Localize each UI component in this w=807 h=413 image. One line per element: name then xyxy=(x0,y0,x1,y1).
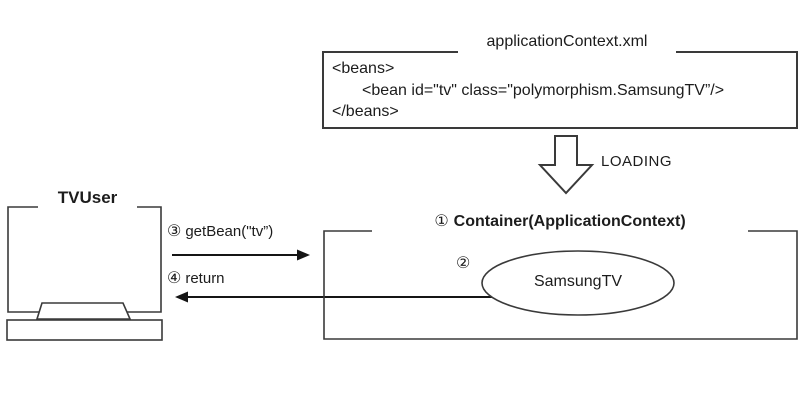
container-number: ① xyxy=(434,213,449,230)
getbean-arrow xyxy=(172,249,310,261)
xml-code-line: <bean id="tv" class="polymorphism.Samsun… xyxy=(362,81,725,99)
samsungtv-ellipse xyxy=(481,250,675,316)
tvuser-monitor-base xyxy=(6,319,163,341)
loading-arrow-icon xyxy=(537,135,595,195)
container-box xyxy=(323,230,798,340)
xml-code-block: <beans> <bean id="tv" class="polymorphis… xyxy=(332,58,724,123)
xml-code-line: </beans> xyxy=(332,103,399,120)
return-message-number: ④ xyxy=(167,270,182,287)
getbean-message-number: ③ xyxy=(167,223,182,240)
xml-code-line: <beans> xyxy=(332,60,395,77)
bean-number: ② xyxy=(456,255,471,272)
return-arrow xyxy=(175,291,492,303)
samsungtv-label: SamsungTV xyxy=(533,273,623,290)
xml-file-title: applicationContext.xml xyxy=(486,33,648,50)
container-title-text: Container(ApplicationContext) xyxy=(453,213,686,230)
xml-file-box xyxy=(322,51,798,129)
loading-label: LOADING xyxy=(601,153,673,170)
tvuser-monitor-stand xyxy=(35,302,132,320)
tvuser-monitor-screen xyxy=(7,206,162,313)
getbean-message-label: getBean("tv”) xyxy=(185,223,274,240)
return-message-label: return xyxy=(185,270,225,287)
tvuser-title: TVUser xyxy=(57,188,118,207)
